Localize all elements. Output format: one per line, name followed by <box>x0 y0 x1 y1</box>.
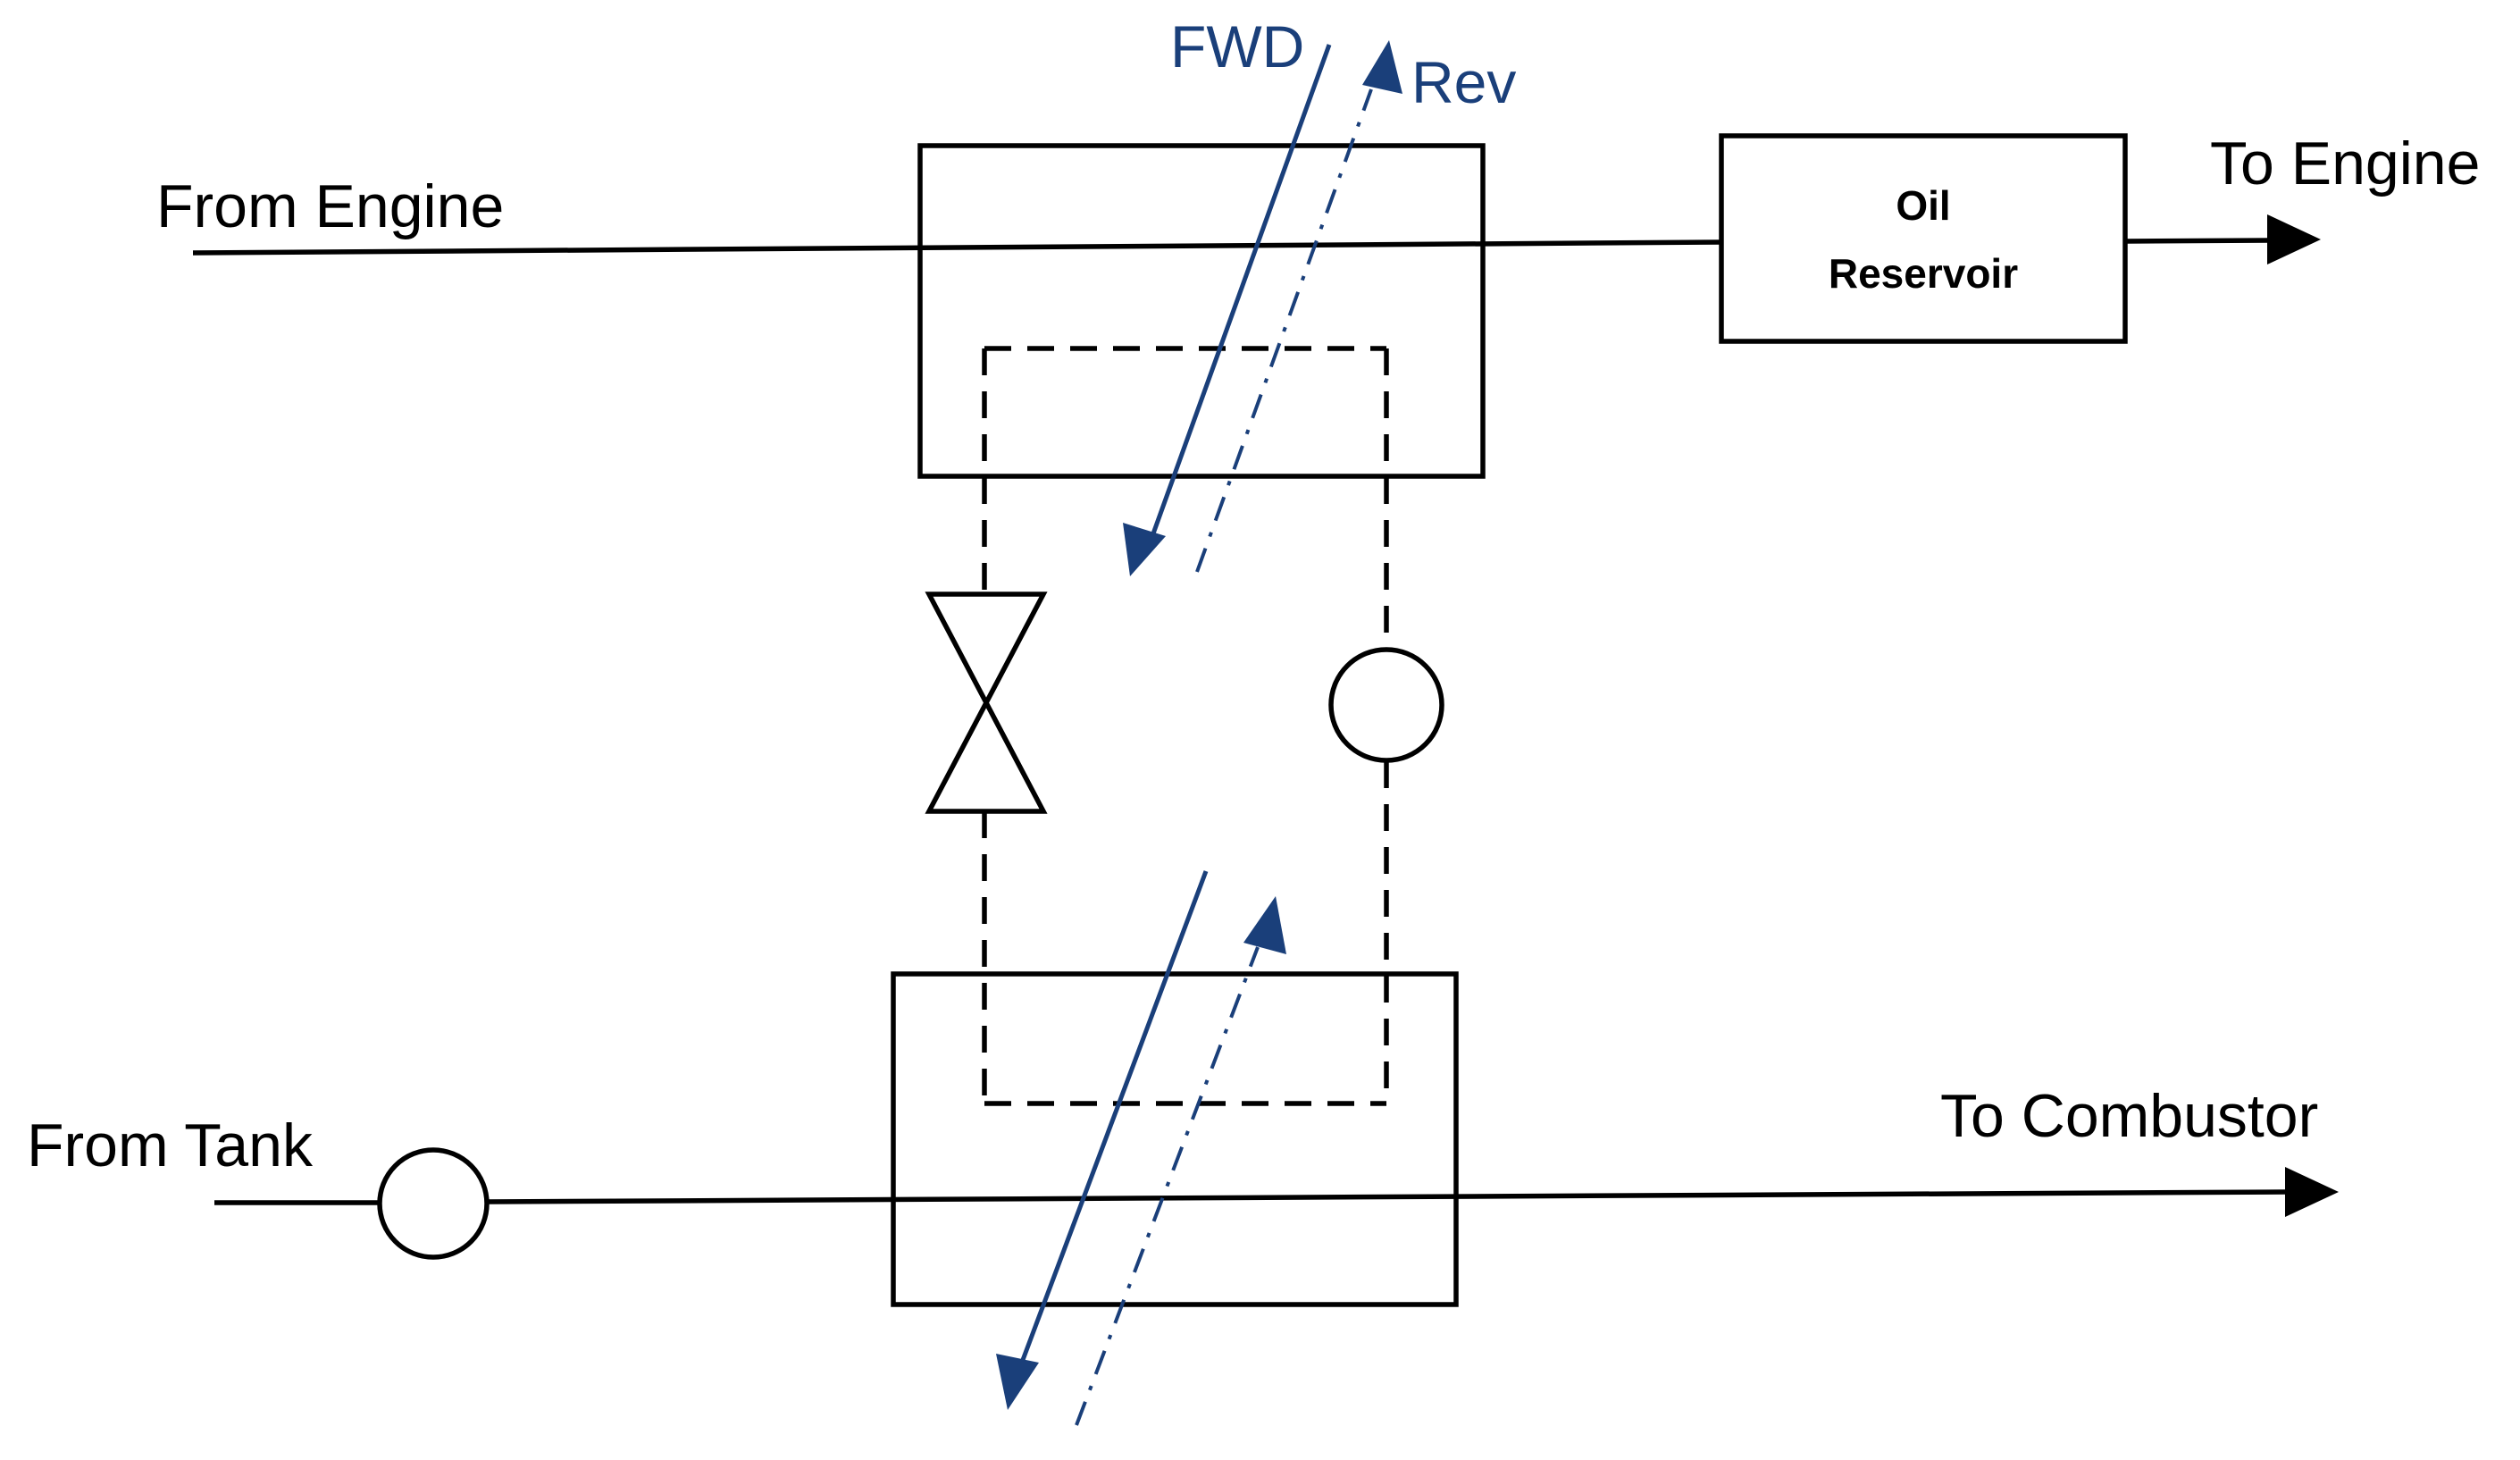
to-engine-label: To Engine <box>2210 130 2480 197</box>
to-engine-arrowhead-icon <box>2267 214 2321 264</box>
rev-flow-arrow-bottom <box>1075 946 1260 1426</box>
fwd-flow-arrow-top <box>1150 44 1332 537</box>
oil-reservoir-box <box>1719 133 2128 344</box>
oil-line-to-engine <box>2123 238 2270 244</box>
oil-heat-exchanger-box <box>917 143 1486 479</box>
valve-icon <box>925 592 1048 814</box>
oil-reservoir-label-line2: Reservoir <box>1829 250 2018 297</box>
rev-flow-arrow-top <box>1195 88 1373 573</box>
fwd-flow-arrowhead-top-icon <box>1123 523 1166 576</box>
oil-reservoir-label-line1: Oil <box>1896 182 1950 229</box>
to-combustor-label: To Combustor <box>1940 1082 2318 1150</box>
oil-line-from-engine <box>192 239 1723 256</box>
fuel-heat-exchanger-box <box>891 971 1459 1307</box>
rev-label: Rev <box>1411 49 1516 115</box>
to-combustor-arrowhead-icon <box>2285 1167 2339 1217</box>
fuel-pump-circle-icon <box>377 1147 490 1260</box>
fwd-flow-arrow-bottom <box>1020 870 1209 1361</box>
rev-flow-arrowhead-top-icon <box>1362 40 1402 94</box>
from-engine-label: From Engine <box>156 172 504 240</box>
fuel-line-to-combustor <box>488 1189 2288 1204</box>
fwd-label: FWD <box>1170 13 1304 80</box>
from-tank-label: From Tank <box>27 1112 314 1179</box>
rev-flow-arrowhead-bottom-icon <box>1243 896 1286 954</box>
fwd-flow-arrowhead-bottom-icon <box>996 1354 1039 1410</box>
loop-pump-circle-icon <box>1328 647 1444 763</box>
